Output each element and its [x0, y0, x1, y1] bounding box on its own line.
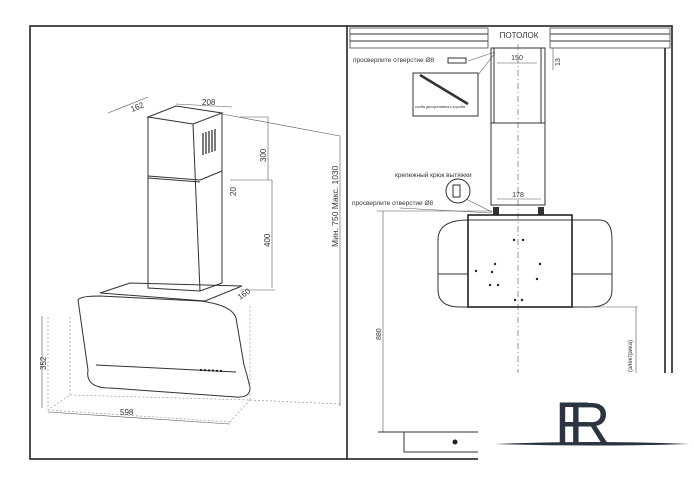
- anchor-icon: [447, 57, 467, 64]
- dim-208: 208: [202, 98, 216, 107]
- ceiling-bricks: [349, 27, 671, 49]
- front-installation-view: ПОТОЛОК 150 13 просверлите отверстие Ø8 …: [349, 27, 671, 453]
- drill-bottom-label: просверлите отверстие Ø8: [352, 200, 434, 207]
- dim-352: 352: [39, 356, 48, 370]
- hook-right: [538, 207, 544, 215]
- dim-880: 880: [376, 328, 383, 340]
- dim-min-max: Мин. 750 Макс. 1030: [330, 165, 340, 247]
- dim-400: 400: [263, 233, 272, 247]
- dim-178: 178: [512, 192, 524, 199]
- mounting-holes: [474, 238, 542, 302]
- dim-160: 160: [236, 286, 253, 301]
- hood-front: [437, 219, 613, 308]
- chimney-top: [146, 105, 224, 125]
- brand-logo: FR: [478, 373, 694, 488]
- hook-left: [493, 207, 499, 215]
- bracket-caption: скоба декоративного короба: [415, 105, 466, 109]
- ceiling-label: ПОТОЛОК: [500, 31, 539, 40]
- drawing-frame: [29, 25, 673, 460]
- hook-label: крепежный крюк вытяжки: [395, 171, 472, 179]
- hob-knob: [452, 439, 458, 445]
- hood-isometric-view: 162 208 300 20 400 Мин. 750 Макс. 1030 1…: [39, 96, 341, 425]
- vent-slots: [202, 129, 216, 155]
- dim-20: 20: [229, 187, 238, 196]
- bracket-inset: [412, 72, 479, 117]
- mounting-plate: [99, 282, 243, 302]
- side-note: (электрика): [628, 340, 634, 372]
- dim-150: 150: [511, 55, 523, 62]
- hood-body: [77, 295, 251, 398]
- hook-detail: [445, 178, 471, 204]
- dim-13: 13: [555, 58, 562, 66]
- drill-top-label: просверлите отверстие Ø8: [353, 57, 435, 64]
- dim-162: 162: [129, 100, 145, 114]
- dim-300: 300: [259, 148, 268, 162]
- dim-598: 598: [120, 408, 134, 417]
- hob: [403, 432, 480, 453]
- chimney: [147, 113, 223, 292]
